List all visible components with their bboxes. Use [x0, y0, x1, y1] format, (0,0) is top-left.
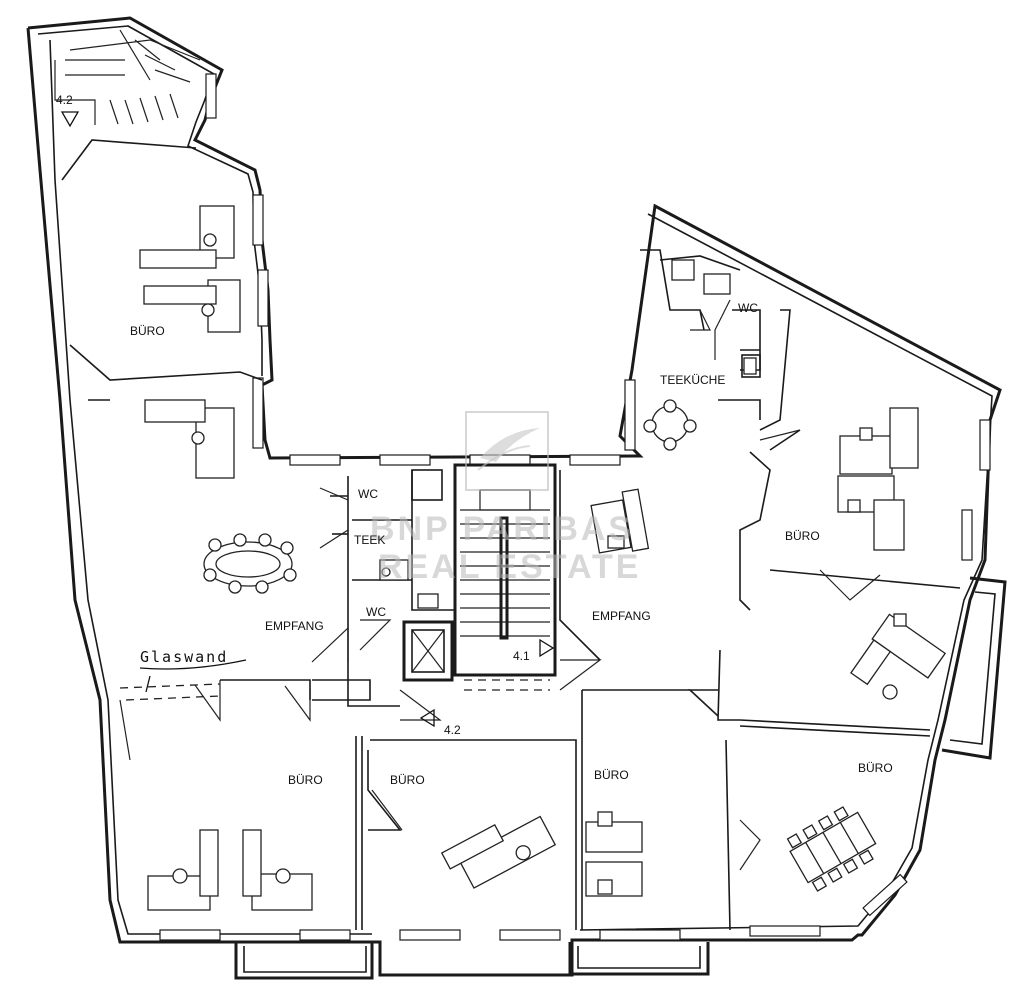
meeting-table [786, 806, 877, 892]
triangle-down-icon [60, 111, 80, 128]
watermark-line-1: BNP PARIBAS [370, 510, 634, 548]
stair-label-center: 4.1 [513, 649, 530, 663]
windows [159, 73, 991, 941]
doors [119, 299, 881, 871]
label-buero-south-2: BÜRO [594, 768, 629, 782]
watermark-line-2: REAL ESTATE [378, 548, 641, 586]
label-buero-se: BÜRO [858, 761, 893, 775]
label-buero-east: BÜRO [785, 529, 820, 543]
stair-label-nw: 4.2 [56, 93, 73, 107]
label-teekueche: TEEKÜCHE [660, 373, 725, 387]
room-labels: BÜRO EMPFANG BÜRO BÜRO BÜRO BÜRO BÜRO EM… [130, 301, 893, 787]
triangle-left-icon [419, 708, 435, 728]
label-empfang-west: EMPFANG [265, 619, 324, 633]
label-buero-sw: BÜRO [288, 773, 323, 787]
watermark: BNP PARIBAS REAL ESTATE [370, 411, 641, 586]
glaswand-note: Glaswand [140, 648, 228, 666]
stairs [54, 29, 550, 640]
furniture [139, 205, 947, 911]
label-wc-top: WC [358, 487, 378, 501]
label-buero-south-1: BÜRO [390, 773, 425, 787]
glaswand-pointer [145, 675, 151, 693]
conference-table [203, 533, 297, 594]
label-empfang-east: EMPFANG [592, 609, 651, 623]
stair-label-south: 4.2 [444, 723, 461, 737]
glaswand-underline [139, 659, 247, 670]
label-wc-east: WC [738, 301, 758, 315]
triangle-right-icon [539, 638, 555, 658]
interior-walls [61, 139, 961, 931]
annotations: Glaswand 4.2 4.1 4.2 [56, 93, 555, 737]
label-wc-middle: WC [366, 605, 386, 619]
label-buero-nw: BÜRO [130, 324, 165, 338]
label-teek: TEEK [354, 533, 385, 547]
